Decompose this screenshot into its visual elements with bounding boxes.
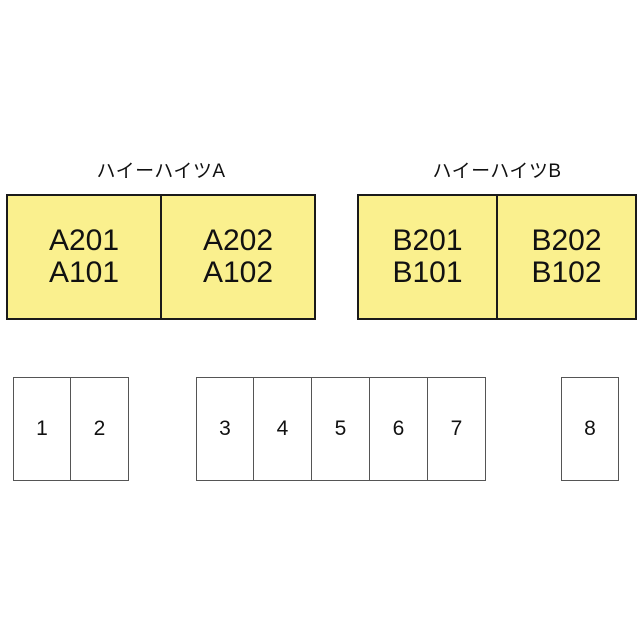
parking-group-1: 1 2 bbox=[13, 377, 129, 481]
unit-upper-label: A202 bbox=[202, 224, 274, 257]
building-b: B201 B101 B202 B102 bbox=[357, 194, 637, 320]
parking-slot-6[interactable]: 6 bbox=[370, 377, 428, 481]
unit-lower-label: B102 bbox=[531, 256, 602, 289]
unit-lower-label: A102 bbox=[202, 256, 274, 289]
unit-upper-label: B201 bbox=[392, 224, 463, 257]
parking-slot-4[interactable]: 4 bbox=[254, 377, 312, 481]
unit-b202-b102[interactable]: B202 B102 bbox=[496, 196, 635, 318]
unit-lower-label: A101 bbox=[48, 256, 120, 289]
parking-slot-8[interactable]: 8 bbox=[561, 377, 619, 481]
unit-lower-label: B101 bbox=[392, 256, 463, 289]
building-b-title: ハイーハイツB bbox=[432, 161, 562, 182]
unit-b201-b101[interactable]: B201 B101 bbox=[359, 196, 496, 318]
unit-upper-label: A201 bbox=[48, 224, 120, 257]
building-a: A201 A101 A202 A102 bbox=[6, 194, 316, 320]
parking-group-3: 8 bbox=[561, 377, 619, 481]
parking-slot-2[interactable]: 2 bbox=[71, 377, 129, 481]
parking-slot-5[interactable]: 5 bbox=[312, 377, 370, 481]
unit-upper-label: B202 bbox=[531, 224, 602, 257]
parking-slot-1[interactable]: 1 bbox=[13, 377, 71, 481]
parking-group-2: 3 4 5 6 7 bbox=[196, 377, 486, 481]
building-a-title: ハイーハイツA bbox=[96, 161, 226, 182]
parking-slot-7[interactable]: 7 bbox=[428, 377, 486, 481]
unit-a201-a101[interactable]: A201 A101 bbox=[8, 196, 160, 318]
parking-slot-3[interactable]: 3 bbox=[196, 377, 254, 481]
unit-a202-a102[interactable]: A202 A102 bbox=[160, 196, 314, 318]
